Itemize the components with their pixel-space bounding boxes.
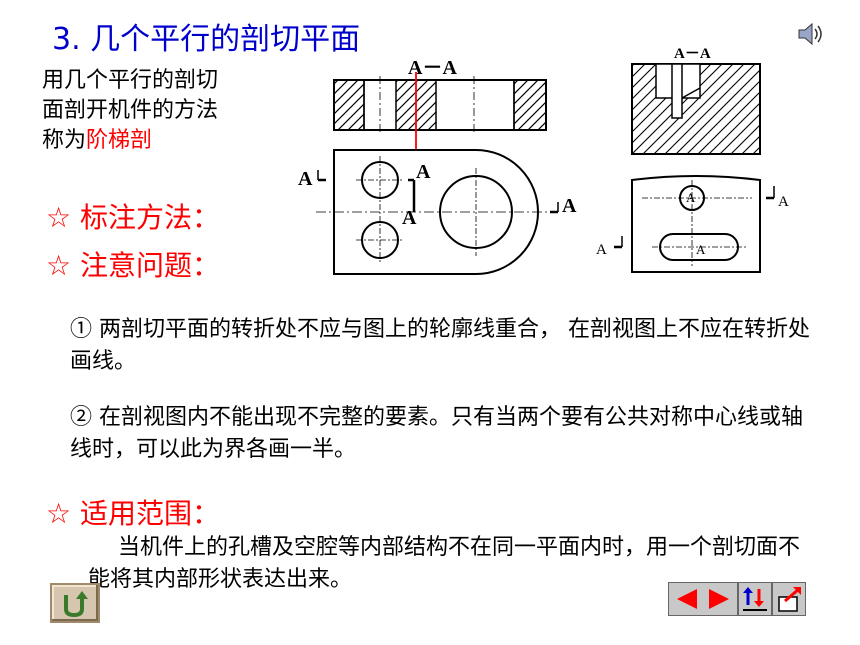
cut-label-2-left: A	[596, 242, 607, 258]
plan-view-outline	[333, 149, 539, 275]
speaker-icon[interactable]	[796, 22, 826, 46]
cut-label-2b: A	[696, 242, 706, 257]
page-title: 3. 几个平行的剖切平面	[52, 22, 361, 57]
exit-button[interactable]	[772, 582, 806, 616]
intro-prefix: 称为	[42, 128, 87, 153]
cut-label-left: A	[298, 168, 313, 190]
cut-label-turn-top: A	[416, 161, 431, 183]
heading-notice: ☆ 注意问题：	[46, 249, 221, 282]
section-label-right: A－A	[674, 46, 711, 62]
prev-arrow-icon[interactable]	[677, 589, 697, 609]
note-1: ① 两剖切平面的转折处不应与图上的轮廓线重合， 在剖视图上不应在转折处画线。	[70, 317, 810, 374]
stepped-section-drawing: A－A A A A A	[298, 57, 577, 275]
scope-text: 当机件上的孔槽及空腔等内部结构不在同一平面内时，用一个剖切面不能将其内部形状表达…	[88, 535, 801, 592]
second-example-drawing: A－A A A A A	[596, 46, 789, 273]
heading-marking-method: ☆ 标注方法：	[46, 201, 221, 234]
cut-label-turn-bottom: A	[402, 207, 417, 229]
cut-label-2-right: A	[778, 194, 789, 210]
section-view-outline	[333, 79, 547, 131]
term-stepped-section: 阶梯剖	[86, 128, 153, 153]
outline-icon	[743, 587, 767, 611]
return-icon	[64, 591, 88, 618]
note-2: ② 在剖视图内不能出现不完整的要素。只有当两个要有公共对称中心线或轴线时，可以此…	[70, 405, 803, 462]
return-button[interactable]	[50, 583, 100, 623]
plan-view-2-outline	[631, 175, 761, 273]
nav-arrows-panel	[668, 582, 738, 616]
cut-label-right: A	[562, 195, 577, 217]
intro-line-1: 用几个平行的剖切	[42, 68, 219, 93]
cut-label-2a: A	[686, 190, 696, 205]
next-arrow-icon[interactable]	[709, 589, 729, 609]
heading-scope: ☆ 适用范围：	[46, 497, 221, 530]
intro-line-2: 面剖开机件的方法	[42, 98, 219, 123]
exit-icon	[778, 587, 801, 612]
section-label-left: A－A	[408, 57, 457, 79]
intro-line-3: 称为阶梯剖	[42, 126, 282, 156]
intro-text: 用几个平行的剖切 面剖开机件的方法 称为阶梯剖	[42, 66, 282, 156]
outline-button[interactable]	[738, 582, 772, 616]
